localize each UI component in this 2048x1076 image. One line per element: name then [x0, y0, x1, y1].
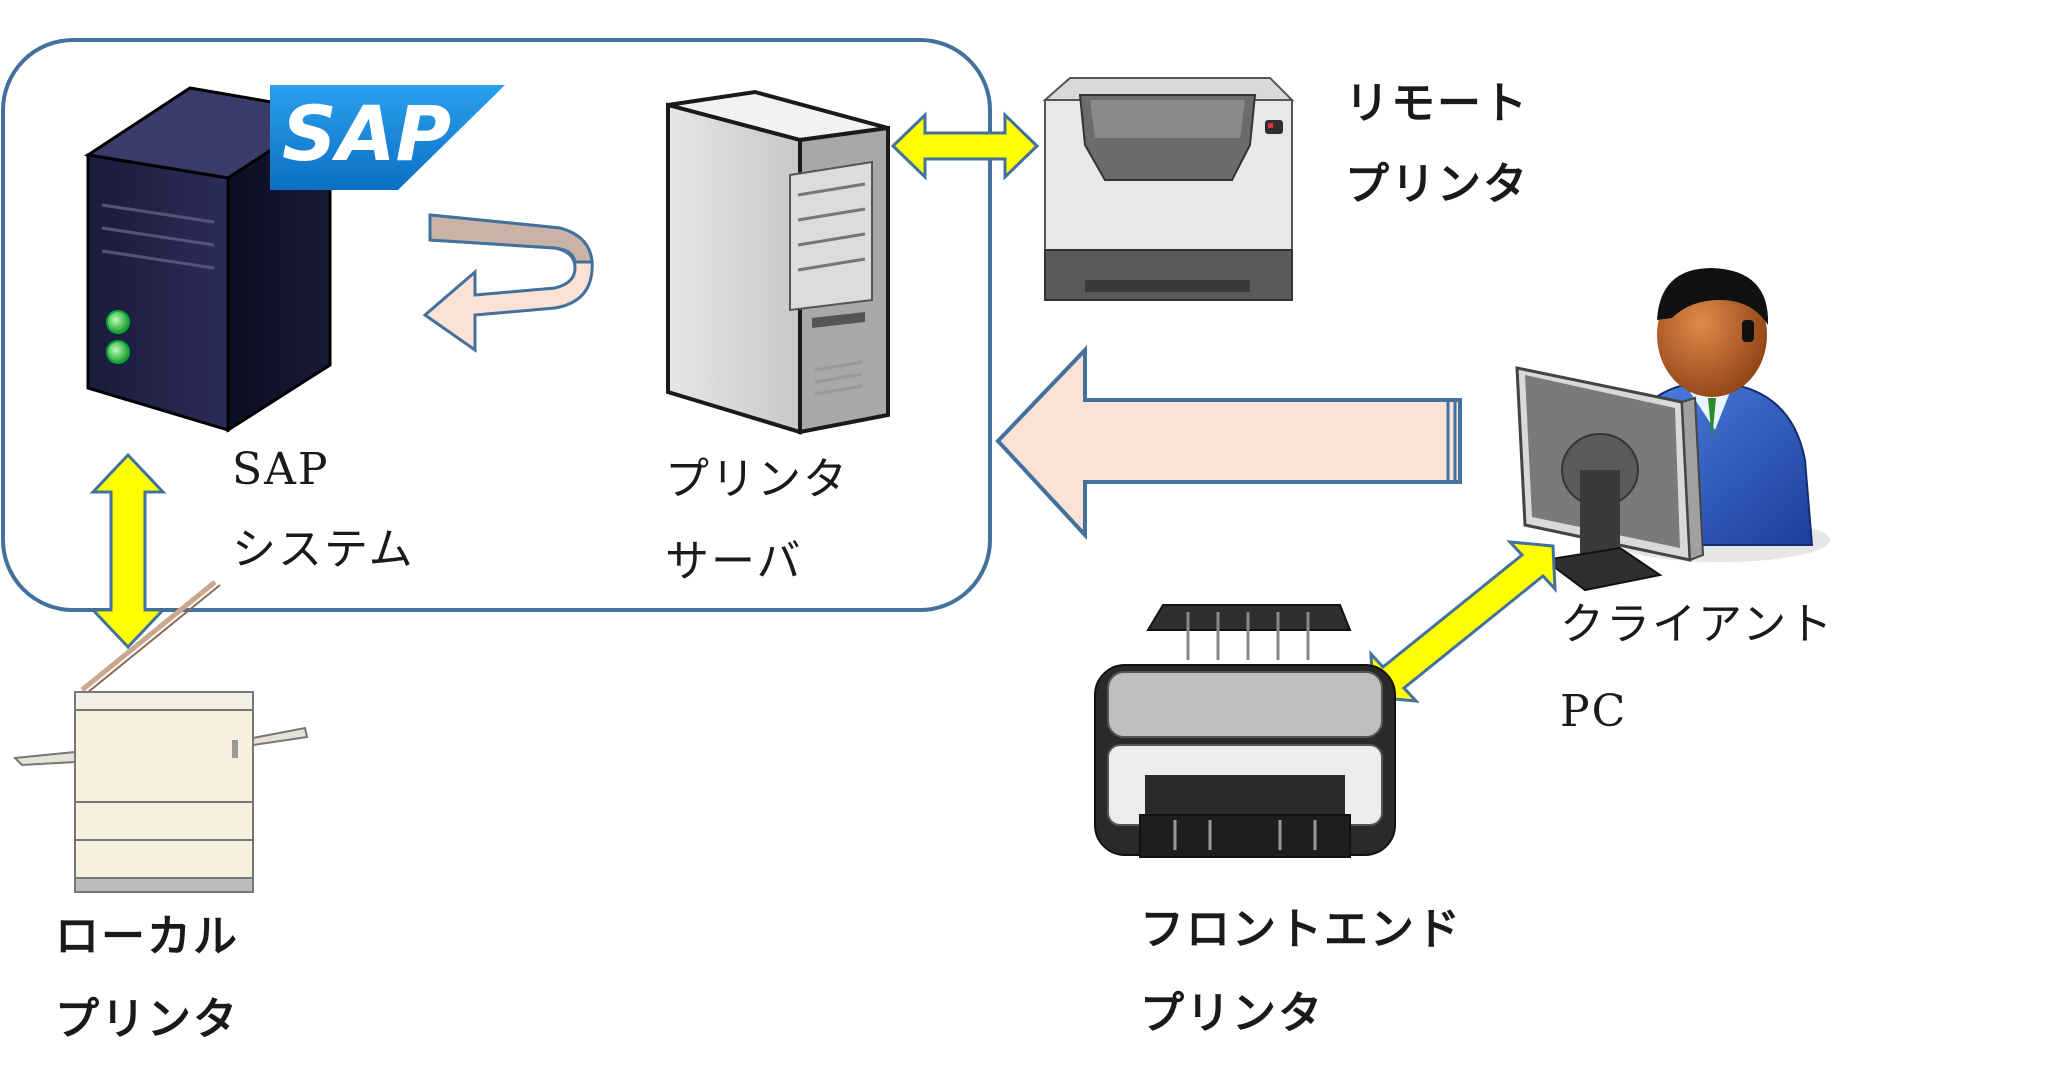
- sap-system-label-line1: SAP: [232, 444, 330, 495]
- remote-printer-label-line1: リモート: [1345, 78, 1529, 129]
- tower-server-icon: [666, 89, 890, 435]
- client-frontend-arrow: [1369, 540, 1557, 703]
- server-remote-arrow: [890, 111, 1040, 181]
- sap-logo-text: SAP: [282, 89, 451, 178]
- dark-server-icon: [83, 86, 335, 433]
- local-printer-label-line2: プリンタ: [55, 994, 239, 1045]
- print-server-label-line2: サーバ: [665, 536, 803, 587]
- laser-printer-icon: [1042, 77, 1295, 301]
- copier-icon: [12, 580, 309, 893]
- frontend-printer-label-line1: フロントエンド: [1140, 904, 1462, 955]
- sap-system-label-line2: システム: [232, 524, 415, 575]
- client-pc-label-line2: PC: [1560, 686, 1628, 737]
- remote-printer-label-line2: プリンタ: [1345, 159, 1529, 210]
- frontend-printer-label-line2: プリンタ: [1140, 988, 1324, 1039]
- loop-arrow: [422, 213, 594, 353]
- sap-local-arrow: [89, 452, 167, 650]
- user-at-computer-icon: [1515, 268, 1830, 592]
- client-pc-label-line1: クライアント: [1560, 599, 1835, 650]
- sap-logo: SAP: [270, 85, 505, 190]
- print-server-label-line1: プリンタ: [665, 454, 849, 505]
- system-boundary: [1, 38, 992, 612]
- local-printer-label-line1: ローカル: [55, 911, 239, 962]
- client-to-server-arrow: [995, 345, 1462, 541]
- inkjet-printer-icon: [1094, 604, 1396, 858]
